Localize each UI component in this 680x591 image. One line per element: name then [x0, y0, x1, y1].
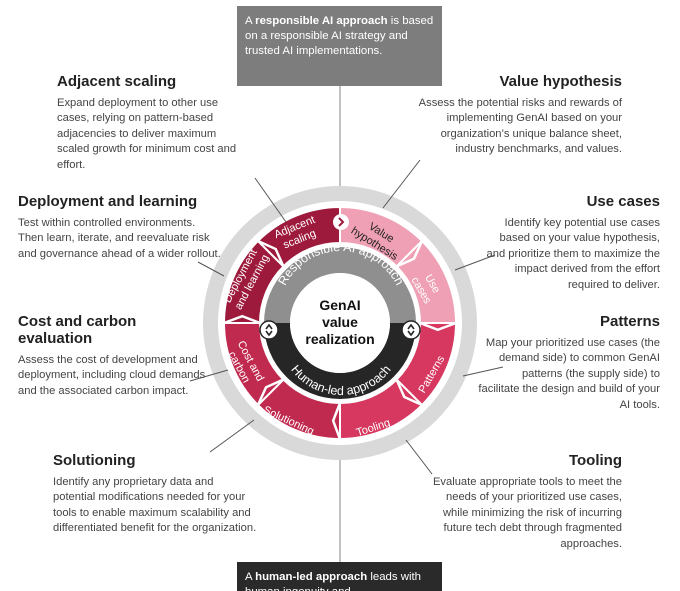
block-text: Test within controlled environments. The…	[18, 217, 221, 260]
segment-arrow-4	[331, 402, 342, 440]
center-line-3: realization	[305, 331, 374, 347]
block-title: Tooling	[568, 452, 622, 469]
top-callout-bold: responsible AI approach	[255, 15, 388, 27]
top-callout-suffix: is based on a responsible AI strategy an…	[245, 15, 434, 57]
segment-arrow-6	[223, 314, 261, 325]
block-text: Assess the potential risks and rewards o…	[418, 97, 622, 156]
block-title: Patterns	[599, 313, 660, 330]
leader-patterns	[462, 366, 504, 377]
center-line-1: GenAI	[319, 297, 360, 313]
bottom-callout-suffix: leads with human ingenuity and	[245, 571, 421, 591]
leader-usecases	[454, 254, 496, 271]
center-line-2: value	[322, 314, 358, 330]
leader-value	[382, 159, 421, 209]
block-text: Assess the cost of development and deplo…	[18, 354, 206, 397]
leader-cost	[189, 369, 229, 382]
leader-adjacent	[254, 177, 287, 223]
block-solutioning: Solutioning Identify any proprietary dat…	[53, 452, 258, 537]
inner-ring-top	[264, 247, 416, 323]
block-tooling: Tooling Evaluate appropriate tools to me…	[428, 452, 622, 552]
block-text: Evaluate appropriate tools to meet the n…	[432, 476, 622, 550]
bottom-callout-bold: human-led approach	[255, 571, 368, 583]
block-deployment-learning: Deployment and learning Test within cont…	[18, 193, 223, 262]
leader-tooling	[405, 439, 433, 475]
leader-solutioning	[209, 419, 255, 453]
swap-icon-right	[401, 320, 421, 340]
inner-ring-bottom	[264, 323, 416, 399]
segment-arrow-5	[256, 378, 284, 406]
block-cost-carbon: Cost and carbon evaluation Assess the co…	[18, 313, 208, 399]
block-title: Value hypothesis	[499, 73, 622, 90]
block-title: Adjacent scaling	[57, 73, 177, 90]
segment-arrow-1	[396, 240, 424, 268]
start-chevron-icon	[333, 214, 349, 230]
top-callout-prefix: A	[245, 15, 256, 27]
seg-adjacent	[256, 205, 341, 268]
block-patterns: Patterns Map your prioritized use cases …	[478, 313, 660, 413]
bottom-callout-prefix: A	[245, 571, 256, 583]
block-title: Cost and carbon evaluation	[18, 313, 137, 347]
block-value-hypothesis: Value hypothesis Assess the potential ri…	[404, 73, 622, 158]
block-title: Deployment and learning	[18, 193, 198, 210]
block-text: Map your prioritized use cases (the dema…	[478, 337, 660, 411]
leader-deployment	[197, 261, 225, 277]
top-callout: A responsible AI approach is based on a …	[237, 6, 442, 86]
block-text: Identify any proprietary data and potent…	[53, 476, 257, 535]
block-title: Solutioning	[53, 452, 136, 469]
segment-arrow-3	[395, 379, 423, 407]
block-title: Use cases	[586, 193, 660, 210]
block-use-cases: Use cases Identify key potential use cas…	[478, 193, 660, 293]
swap-icon-left	[259, 320, 279, 340]
bottom-callout: A human-led approach leads with human in…	[237, 562, 442, 591]
segment-arrow-2	[419, 321, 457, 332]
block-text: Expand deployment to other use cases, re…	[57, 97, 237, 171]
block-text: Identify key potential use cases based o…	[486, 217, 660, 291]
segment-arrow-7	[257, 239, 285, 267]
process-ring	[222, 205, 458, 441]
block-adjacent-scaling: Adjacent scaling Expand deployment to ot…	[57, 73, 247, 173]
